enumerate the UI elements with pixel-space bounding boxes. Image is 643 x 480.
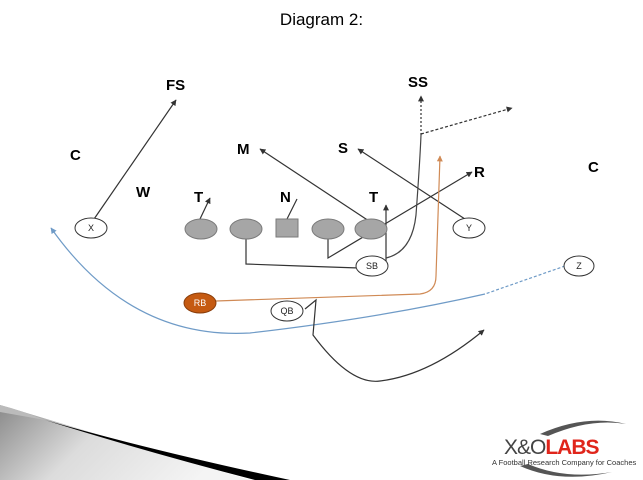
player-rb-label: RB: [194, 298, 207, 308]
defender-c-left: C: [70, 147, 81, 164]
sb-wheel-route: [385, 134, 422, 259]
defender-t-left: T: [194, 189, 203, 206]
player-rb: [183, 292, 217, 314]
player-x: [74, 217, 108, 239]
player-y-label: Y: [466, 223, 472, 233]
offensive-line: [184, 218, 388, 240]
logo-brand-right: LABS: [545, 436, 599, 459]
left-guard: [229, 218, 263, 240]
slide-swoosh-decoration: [0, 405, 290, 480]
defender-m: M: [237, 141, 250, 158]
left-guard-pull: [245, 237, 360, 269]
player-z-label: Z: [576, 261, 582, 271]
sb-route-out-option: [420, 106, 513, 135]
defender-n: N: [280, 189, 291, 206]
right-guard: [311, 218, 345, 240]
x-route: [91, 99, 177, 223]
offense-players: X Y Z SB QB RB: [74, 217, 595, 322]
player-z: [563, 255, 595, 277]
z-route: [50, 227, 486, 335]
defender-fs: FS: [166, 77, 185, 94]
defender-t-right: T: [369, 189, 378, 206]
right-tackle: [354, 218, 388, 240]
logo-swoosh: [520, 420, 626, 477]
player-sb-label: SB: [366, 261, 378, 271]
qb-route: [304, 298, 485, 382]
guard-to-mike: [259, 148, 373, 224]
defender-w: W: [136, 184, 151, 201]
routes: [50, 95, 566, 382]
player-sb: [355, 255, 389, 277]
left-tackle: [184, 218, 218, 240]
defender-c-right: C: [588, 159, 599, 176]
guard-to-rover: [327, 171, 473, 260]
logo-brand-left: X&O: [504, 436, 546, 459]
y-route: [357, 148, 469, 222]
defender-ss: SS: [408, 74, 428, 91]
z-route-dashed: [484, 265, 566, 295]
player-y: [452, 217, 486, 239]
rb-route: [215, 155, 443, 302]
xo-labs-logo: X&OLABS A Football Research Company for …: [490, 418, 640, 478]
diagram-title: Diagram 2:: [279, 10, 364, 29]
player-x-label: X: [88, 223, 94, 233]
left-tackle-block: [199, 197, 211, 220]
player-qb: [270, 300, 304, 322]
defense-players: FS SS C C M S W R T N T: [70, 74, 599, 206]
player-qb-label: QB: [280, 306, 293, 316]
defender-s: S: [338, 140, 348, 157]
defender-r: R: [474, 164, 485, 181]
center: [275, 218, 299, 238]
logo-tagline: A Football Research Company for Coaches: [492, 458, 637, 467]
center-block: [286, 198, 298, 220]
